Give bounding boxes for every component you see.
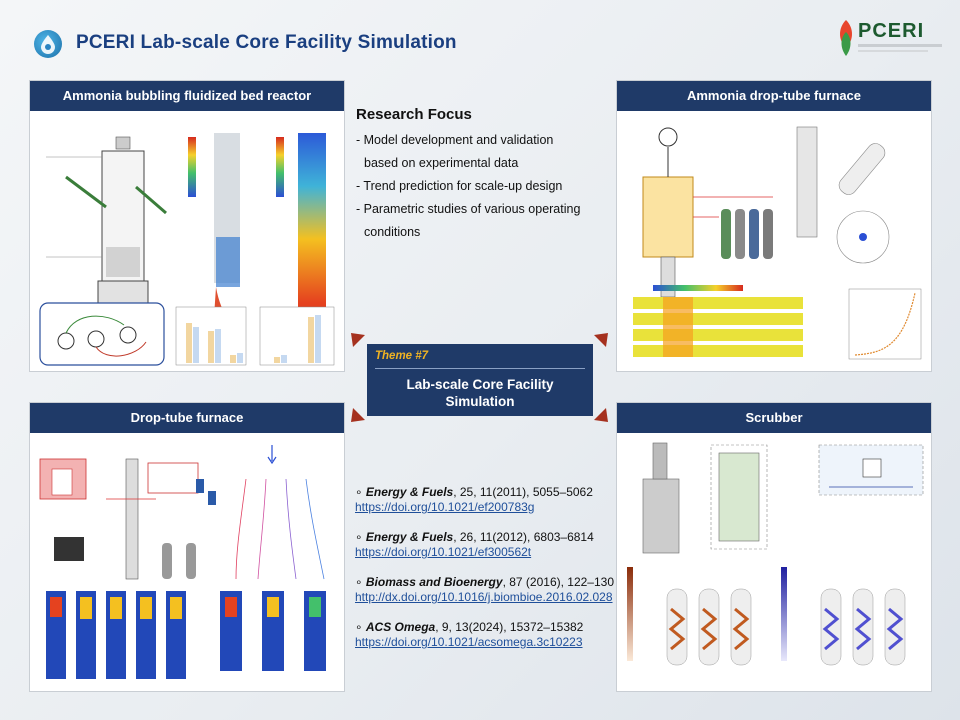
emission-bar-chart bbox=[259, 306, 335, 366]
logo-subtitle-line bbox=[858, 44, 942, 47]
theme-tag: Theme #7 bbox=[375, 350, 429, 362]
references: ∘ Energy & Fuels, 25, 11(2011), 5055–506… bbox=[355, 485, 617, 665]
theme-box: Theme #7 Lab-scale Core Facility Simulat… bbox=[367, 344, 593, 416]
panel-title: Scrubber bbox=[617, 403, 931, 433]
arrow-down-left-icon bbox=[351, 408, 365, 422]
list-item: - Model development and validation bbox=[356, 133, 554, 147]
temperature-contour-plot bbox=[633, 285, 803, 357]
list-item: based on experimental data bbox=[364, 156, 519, 170]
reference-details: , 87 (2016), 122–130 bbox=[502, 575, 614, 589]
list-item: - Trend prediction for scale-up design bbox=[356, 179, 563, 193]
reference-item: ∘ ACS Omega, 9, 13(2024), 15372–15382 ht… bbox=[355, 620, 617, 650]
furnace-figures bbox=[623, 117, 925, 365]
so2-absorption-contours bbox=[627, 567, 752, 666]
reference-details: , 26, 11(2012), 6803–6814 bbox=[453, 530, 594, 544]
drop-tube-schematic bbox=[39, 458, 216, 580]
coal-injection-flow-field bbox=[235, 445, 325, 580]
list-item: conditions bbox=[364, 225, 421, 239]
list-item: - Parametric studies of various operatin… bbox=[356, 202, 581, 216]
reference-link[interactable]: https://doi.org/10.1021/acsomega.3c10223 bbox=[355, 635, 583, 649]
panel-title: Drop-tube furnace bbox=[30, 403, 344, 433]
reference-item: ∘ Biomass and Bioenergy, 87 (2016), 122–… bbox=[355, 575, 617, 605]
temperature-contour-columns bbox=[46, 591, 326, 679]
logo-subtitle-line bbox=[858, 50, 928, 52]
reference-link[interactable]: http://dx.doi.org/10.1016/j.biombioe.201… bbox=[355, 590, 613, 604]
research-focus: Research Focus - Model development and v… bbox=[356, 106, 612, 244]
no-absorption-contours bbox=[781, 567, 906, 666]
reactor-figures bbox=[36, 117, 338, 366]
panel-ammonia-drop-tube-furnace: Ammonia drop-tube furnace bbox=[616, 80, 932, 372]
reference-journal: Energy & Fuels bbox=[365, 530, 454, 544]
scrubber-schematic bbox=[642, 442, 924, 554]
drop-tube-3d-view bbox=[796, 126, 890, 264]
reference-citation: ∘ Energy & Fuels, 26, 11(2012), 6803–681… bbox=[355, 530, 594, 544]
page-title: PCERI Lab-scale Core Facility Simulation bbox=[76, 32, 457, 53]
theme-title: Lab-scale Core Facility Simulation bbox=[367, 376, 593, 410]
theme-title-line: Lab-scale Core Facility bbox=[406, 377, 554, 392]
validation-bar-chart bbox=[175, 306, 247, 366]
reference-citation: ∘ Biomass and Bioenergy, 87 (2016), 122–… bbox=[355, 575, 614, 589]
pceri-logo: PCERI bbox=[836, 18, 946, 60]
research-focus-list: - Model development and validation based… bbox=[356, 129, 612, 244]
reference-item: ∘ Energy & Fuels, 25, 11(2011), 5055–506… bbox=[355, 485, 617, 515]
furnace-schematic bbox=[642, 127, 773, 298]
panel-scrubber: Scrubber bbox=[616, 402, 932, 692]
reference-details: , 9, 13(2024), 15372–15382 bbox=[435, 620, 584, 634]
research-focus-heading: Research Focus bbox=[356, 106, 472, 123]
reference-journal: ACS Omega bbox=[365, 620, 436, 634]
reference-link[interactable]: https://doi.org/10.1021/ef200783g bbox=[355, 500, 535, 514]
reference-citation: ∘ Energy & Fuels, 25, 11(2011), 5055–506… bbox=[355, 485, 593, 499]
reference-details: , 25, 11(2011), 5055–5062 bbox=[453, 485, 593, 499]
pceri-logo-text: PCERI bbox=[858, 20, 925, 42]
panel-ammonia-bubbling-reactor: Ammonia bubbling fluidized bed reactor bbox=[29, 80, 345, 372]
arrow-down-right-icon bbox=[594, 408, 608, 422]
reference-citation: ∘ ACS Omega, 9, 13(2024), 15372–15382 bbox=[355, 620, 584, 634]
arrow-up-right-icon bbox=[594, 333, 608, 347]
leaf-icon bbox=[840, 20, 852, 56]
panel-title: Ammonia drop-tube furnace bbox=[617, 81, 931, 111]
panel-title: Ammonia bubbling fluidized bed reactor bbox=[30, 81, 344, 111]
drop-tube-figures bbox=[36, 439, 338, 685]
reference-journal: Energy & Fuels bbox=[365, 485, 454, 499]
droplet-logo-icon bbox=[34, 30, 62, 58]
panel-drop-tube-furnace: Drop-tube furnace bbox=[29, 402, 345, 692]
arrow-up-left-icon bbox=[351, 333, 365, 347]
reference-journal: Biomass and Bioenergy bbox=[365, 575, 503, 589]
reference-item: ∘ Energy & Fuels, 26, 11(2012), 6803–681… bbox=[355, 530, 617, 560]
reaction-mechanism-diagram bbox=[39, 302, 165, 366]
theme-divider bbox=[375, 368, 585, 369]
theme-title-line: Simulation bbox=[445, 394, 515, 409]
temperature-profile-chart bbox=[848, 288, 922, 360]
reference-link[interactable]: https://doi.org/10.1021/ef300562t bbox=[355, 545, 532, 559]
scrubber-figures bbox=[623, 439, 925, 685]
header: PCERI Lab-scale Core Facility Simulation… bbox=[0, 0, 960, 70]
